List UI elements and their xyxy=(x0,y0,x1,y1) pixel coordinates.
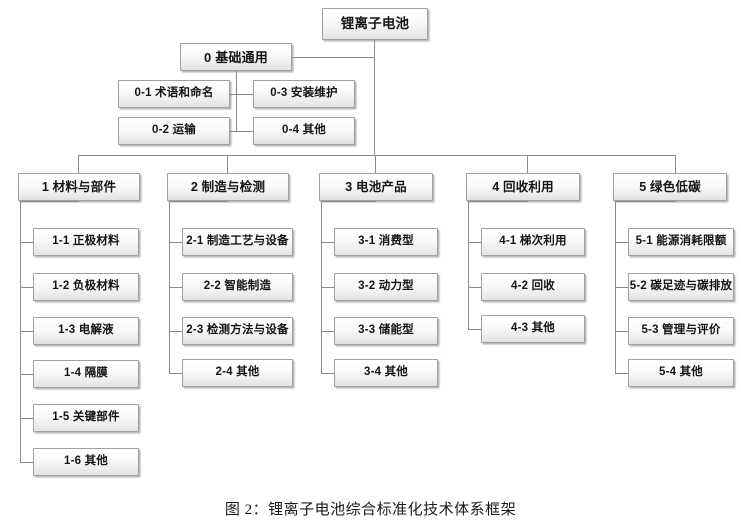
connector-col4-stem xyxy=(468,201,469,329)
connector-col4-leaf-1 xyxy=(468,242,481,243)
connector-col3-leaf-3 xyxy=(321,331,334,332)
node-leaf-key-components[interactable]: 1-5 关键部件 xyxy=(33,404,139,432)
node-category-battery-products[interactable]: 3 电池产品 xyxy=(319,173,433,201)
connector-col5-leaf-2 xyxy=(615,287,628,288)
node-leaf-recycling-other[interactable]: 4-3 其他 xyxy=(481,315,585,343)
connector-col1-leaf-3 xyxy=(20,331,33,332)
connector-bus-drop-4 xyxy=(527,155,528,174)
node-leaf-carbon-footprint-emissions[interactable]: 5-2 碳足迹与碳排放 xyxy=(628,273,734,301)
node-basic-general[interactable]: 0 基础通用 xyxy=(180,43,292,71)
connector-col2-leaf-2 xyxy=(169,287,182,288)
node-leaf-recovery[interactable]: 4-2 回收 xyxy=(481,273,585,301)
node-leaf-green-other[interactable]: 5-4 其他 xyxy=(628,359,734,387)
connector-basic-stem xyxy=(236,71,237,131)
node-leaf-anode-material[interactable]: 1-2 负极材料 xyxy=(33,273,139,301)
node-basic-child-terminology[interactable]: 0-1 术语和命名 xyxy=(118,80,230,108)
node-leaf-cascade-utilization[interactable]: 4-1 梯次利用 xyxy=(481,228,585,256)
node-leaf-management-evaluation[interactable]: 5-3 管理与评价 xyxy=(628,317,734,345)
node-leaf-cathode-material[interactable]: 1-1 正极材料 xyxy=(33,228,139,256)
connector-basic-child-4 xyxy=(236,131,253,132)
node-leaf-manufacturing-other[interactable]: 2-4 其他 xyxy=(182,359,293,387)
node-leaf-energy-consumption-limit[interactable]: 5-1 能源消耗限额 xyxy=(628,228,734,256)
connector-col3-leaf-2 xyxy=(321,287,334,288)
connector-col2-stem-top xyxy=(169,201,228,202)
connector-col5-leaf-3 xyxy=(615,331,628,332)
connector-bus-drop-1 xyxy=(78,155,79,174)
connector-bus-drop-2 xyxy=(227,155,228,174)
connector-col3-stem-top xyxy=(321,201,376,202)
connector-col2-leaf-4 xyxy=(169,373,182,374)
node-basic-child-transport[interactable]: 0-2 运输 xyxy=(118,117,230,145)
node-category-green-low-carbon[interactable]: 5 绿色低碳 xyxy=(613,173,727,201)
connector-basic-to-trunk xyxy=(292,57,375,58)
connector-col1-leaf-6 xyxy=(20,462,33,463)
node-leaf-power-type[interactable]: 3-2 动力型 xyxy=(334,273,438,301)
connector-basic-child-3 xyxy=(236,94,253,95)
node-leaf-electrolyte[interactable]: 1-3 电解液 xyxy=(33,317,139,345)
connector-col1-leaf-5 xyxy=(20,418,33,419)
node-leaf-manufacturing-process[interactable]: 2-1 制造工艺与设备 xyxy=(182,228,293,256)
node-category-recycling[interactable]: 4 回收利用 xyxy=(466,173,580,201)
connector-col4-leaf-2 xyxy=(468,287,481,288)
connector-col4-leaf-3 xyxy=(468,329,481,330)
connector-col3-leaf-4 xyxy=(321,373,334,374)
connector-col5-stem-top xyxy=(615,201,676,202)
connector-col3-leaf-1 xyxy=(321,242,334,243)
node-basic-child-other[interactable]: 0-4 其他 xyxy=(253,117,355,145)
connector-col2-leaf-1 xyxy=(169,242,182,243)
node-leaf-smart-manufacturing[interactable]: 2-2 智能制造 xyxy=(182,273,293,301)
connector-col5-leaf-1 xyxy=(615,242,628,243)
node-root-lithium-battery[interactable]: 锂离子电池 xyxy=(322,8,428,40)
connector-basic-child-1 xyxy=(230,94,237,95)
connector-col5-leaf-4 xyxy=(615,373,628,374)
node-leaf-testing-methods[interactable]: 2-3 检测方法与设备 xyxy=(182,317,293,345)
connector-col1-leaf-1 xyxy=(20,242,33,243)
node-leaf-storage-type[interactable]: 3-3 储能型 xyxy=(334,317,438,345)
figure-caption: 图 2：锂离子电池综合标准化技术体系框架 xyxy=(224,502,517,518)
connector-basic-child-2 xyxy=(230,131,237,132)
connector-col1-leaf-4 xyxy=(20,374,33,375)
node-leaf-materials-other[interactable]: 1-6 其他 xyxy=(33,448,139,476)
connector-col1-leaf-2 xyxy=(20,287,33,288)
connector-main-bus xyxy=(78,155,676,156)
connector-col4-stem-top xyxy=(468,201,528,202)
connector-root-trunk xyxy=(374,40,375,156)
connector-bus-drop-5 xyxy=(675,155,676,174)
connector-col2-leaf-3 xyxy=(169,331,182,332)
node-leaf-products-other[interactable]: 3-4 其他 xyxy=(334,359,438,387)
node-basic-child-installation[interactable]: 0-3 安装维护 xyxy=(253,80,355,108)
node-category-materials-components[interactable]: 1 材料与部件 xyxy=(18,173,140,201)
node-category-manufacturing-testing[interactable]: 2 制造与检测 xyxy=(167,173,289,201)
node-leaf-separator[interactable]: 1-4 隔膜 xyxy=(33,360,139,388)
node-leaf-consumer-type[interactable]: 3-1 消费型 xyxy=(334,228,438,256)
connector-col1-stem-top xyxy=(20,201,79,202)
connector-bus-drop-3 xyxy=(375,155,376,174)
